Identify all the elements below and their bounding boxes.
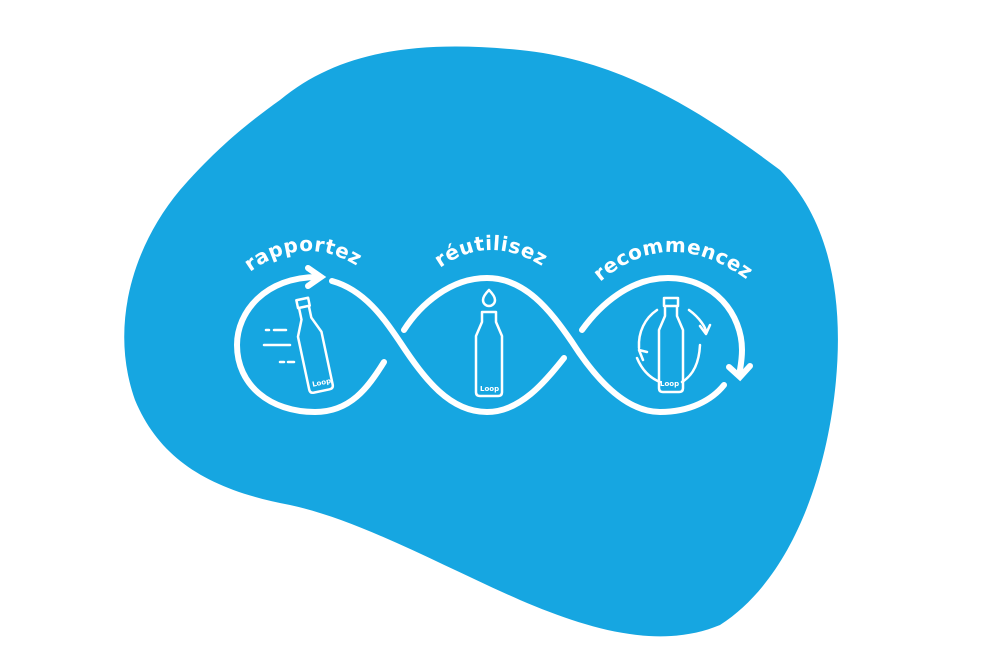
arrow-head-right	[305, 265, 327, 289]
arrow-head-down	[726, 363, 753, 382]
background-blob	[124, 46, 838, 637]
svg-text:Loop: Loop	[480, 385, 499, 393]
moving-bottle-icon: Loop	[262, 296, 335, 395]
recycle-bottle-icon: Loop	[635, 296, 712, 394]
svg-text:Loop: Loop	[311, 377, 331, 389]
refill-bottle-icon: Loop	[474, 288, 504, 398]
cycle-wave	[233, 265, 753, 416]
svg-text:Loop: Loop	[660, 380, 679, 388]
